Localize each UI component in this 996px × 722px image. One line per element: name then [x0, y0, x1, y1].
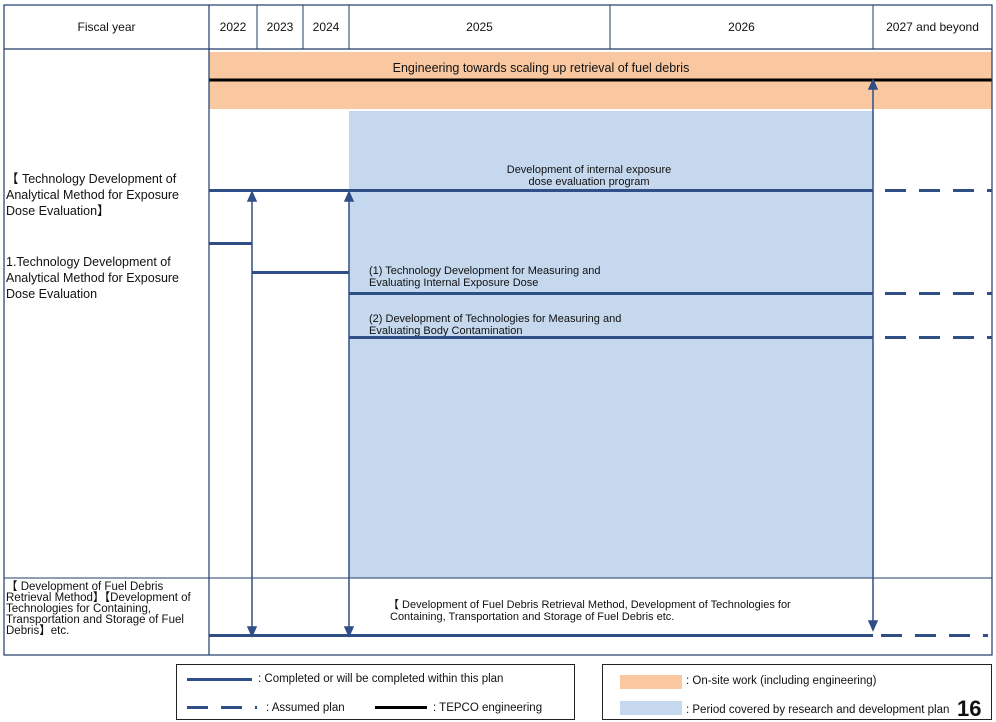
header-year-2022: 2022: [219, 20, 247, 34]
program-assumed-bar: [885, 189, 992, 192]
legend-assumed-label: : Assumed plan: [266, 702, 345, 714]
legend-areas-box: [602, 664, 992, 720]
sub2-label-line2: Evaluating Body Contamination: [369, 325, 523, 337]
sub1-assumed-bar: [885, 292, 992, 295]
sub2-completed-bar: [349, 336, 873, 339]
engineering-band-label: Engineering towards scaling up retrieval…: [392, 61, 690, 75]
header-year-2024: 2024: [312, 20, 340, 34]
schedule-grid: [3, 4, 993, 656]
debris-label-line1: 【 Development of Fuel Debris Retrieval M…: [388, 599, 791, 611]
program-label-line1: Development of internal exposure: [506, 164, 672, 176]
item1-label: 1.Technology Development of Analytical M…: [6, 255, 180, 301]
rd-period-area: [349, 111, 873, 578]
header-year-2026: 2026: [728, 20, 755, 34]
item1-2023-2024-bar: [252, 271, 349, 274]
legend-rd-swatch: [620, 701, 682, 715]
item1-2022-bar: [209, 242, 252, 245]
legend-lines-box: [176, 664, 575, 720]
legend-dash-swatch: [187, 706, 257, 709]
legend-completed-label: : Completed or will be completed within …: [258, 673, 504, 685]
page-number: 16: [957, 696, 982, 721]
sub2-assumed-bar: [885, 336, 992, 339]
legend-onsite-swatch: [620, 675, 682, 689]
program-label-line2: dose evaluation program: [528, 176, 650, 188]
debris-label-line2: Containing, Transportation and Storage o…: [390, 611, 675, 623]
debris-assumed-bar: [881, 634, 988, 637]
legend-rd-label: : Period covered by research and develop…: [686, 704, 950, 716]
sub1-label-line2: Evaluating Internal Exposure Dose: [369, 277, 539, 289]
header-year-2027-beyond: 2027 and beyond: [886, 20, 979, 34]
legend-tepco-label: : TEPCO engineering: [433, 702, 543, 714]
program-completed-bar: [209, 189, 873, 192]
header-year-2025: 2025: [466, 20, 493, 34]
debris-group-label: 【 Development of Fuel Debris Retrieval M…: [6, 581, 191, 637]
header-fiscal-year: Fiscal year: [77, 20, 136, 34]
legend-tepco-swatch: [375, 706, 427, 709]
legend-onsite-label: : On-site work (including engineering): [686, 675, 877, 687]
tech-dev-group-label: 【 Technology Development of Analytical M…: [6, 172, 180, 218]
header-year-2023: 2023: [266, 20, 294, 34]
sub2-label-line1: (2) Development of Technologies for Meas…: [369, 313, 622, 325]
sub1-completed-bar: [349, 292, 873, 295]
sub1-label-line1: (1) Technology Development for Measuring…: [369, 265, 601, 277]
debris-completed-bar: [209, 634, 873, 637]
legend-solid-swatch: [187, 678, 252, 681]
